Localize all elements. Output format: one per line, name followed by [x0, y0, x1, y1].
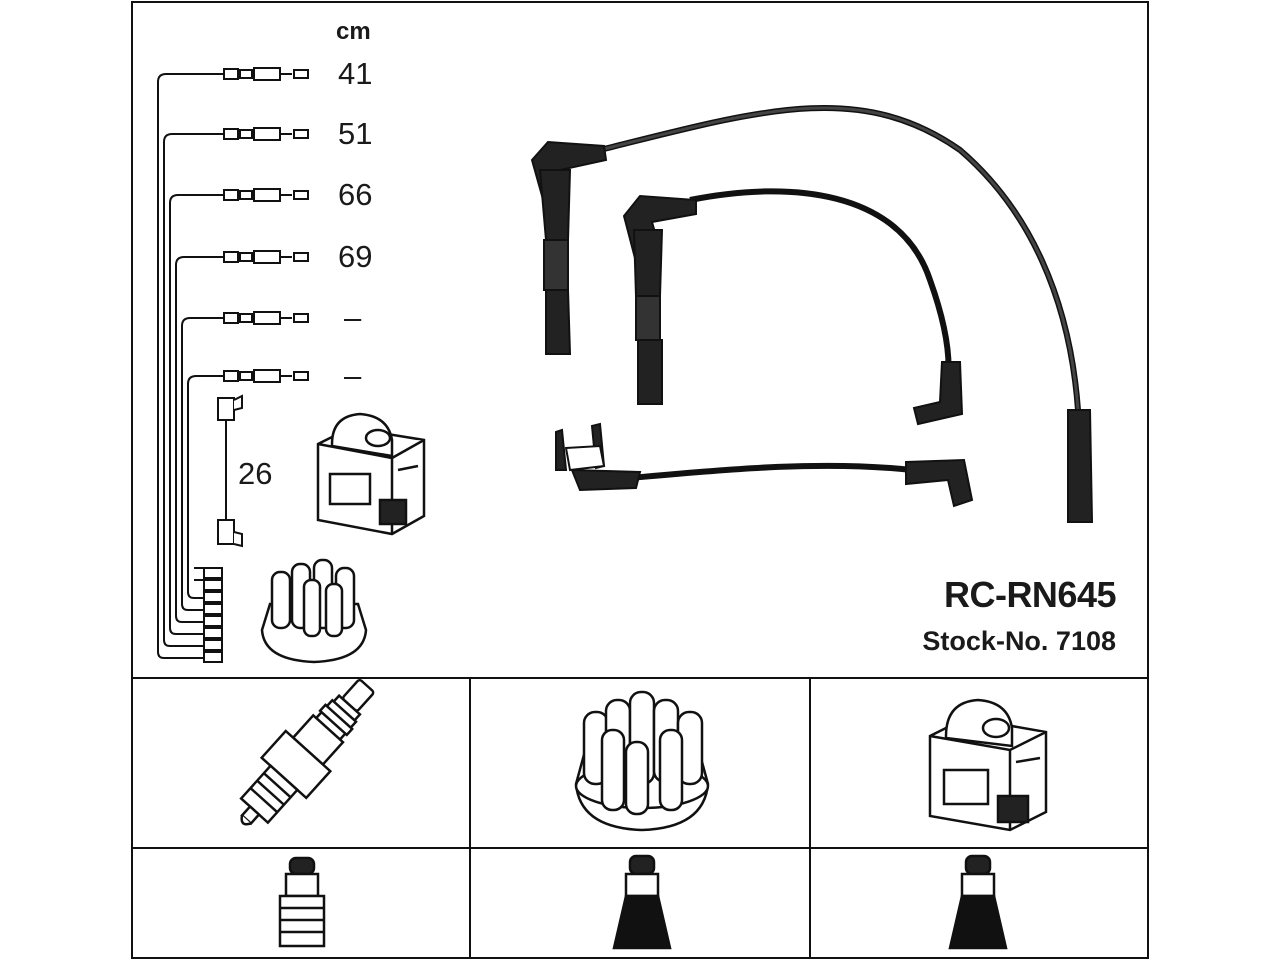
wire-66	[169, 194, 224, 635]
outer-frame	[131, 1, 1149, 959]
length-unit-label: cm	[336, 18, 371, 45]
wire-schematic	[157, 73, 224, 659]
wire-end-connector	[223, 311, 309, 325]
wire-41	[157, 73, 224, 659]
length-label-2: 51	[338, 116, 373, 151]
distributor-end-connector	[203, 579, 223, 591]
lead-short	[629, 462, 913, 481]
wire-69	[175, 256, 224, 623]
length-label-4: 69	[338, 239, 373, 274]
ignition-coil-illustration	[928, 698, 1048, 832]
length-label-6: –	[344, 358, 362, 393]
distributor-cap-illustration	[574, 690, 710, 832]
coil-lead	[217, 394, 243, 548]
wire-6	[187, 375, 224, 599]
length-label-5: –	[344, 300, 362, 335]
cable-set-illustration	[599, 105, 1081, 481]
length-label-1: 41	[338, 56, 373, 91]
wire-51	[163, 133, 224, 647]
distributor-cap-small	[260, 558, 368, 664]
wire-end-connector	[223, 127, 309, 141]
wire-end-connector	[223, 250, 309, 264]
wire-end-connector	[223, 369, 309, 383]
distributor-end-connector	[203, 615, 223, 627]
wire-end-connector	[223, 188, 309, 202]
cap-connector-boot	[612, 854, 672, 950]
distributor-end-connectors	[203, 567, 223, 663]
coil-connector-boot	[948, 854, 1008, 950]
distributor-end-connector	[203, 651, 223, 663]
lead-long	[599, 105, 1081, 411]
coil-illustration-small	[316, 412, 426, 536]
coil-lead-length-label: 26	[238, 456, 273, 491]
plug-connector-boot	[278, 856, 326, 948]
stock-number: Stock-No. 7108	[922, 626, 1116, 656]
model-number: RC-RN645	[943, 574, 1117, 615]
distributor-end-connector	[203, 591, 223, 603]
lead-middle	[689, 188, 952, 381]
wire-end-connector	[223, 67, 309, 81]
wire-5	[181, 317, 224, 611]
spark-plug-illustration	[239, 678, 375, 826]
distributor-end-connector	[203, 603, 223, 615]
distributor-end-connector	[203, 627, 223, 639]
length-label-3: 66	[338, 177, 373, 212]
wire-end-connectors	[223, 67, 309, 383]
distributor-end-connector	[203, 567, 223, 579]
distributor-end-connector	[203, 639, 223, 651]
